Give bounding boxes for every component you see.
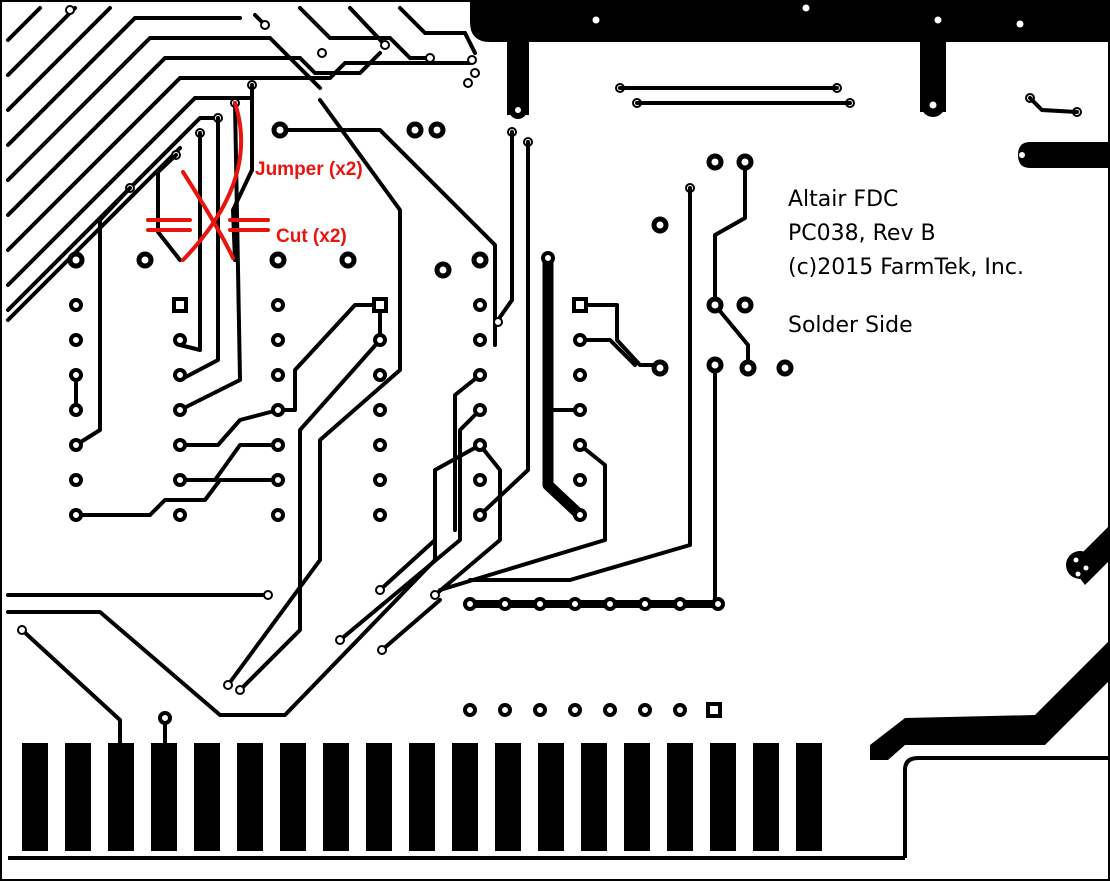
- jumper-label: Jumper (x2): [255, 159, 363, 180]
- diagonal-bus-traces: [6, 6, 477, 322]
- cut-mark-2: [228, 218, 270, 232]
- power-bus-top: [470, 0, 1110, 168]
- edge-connector-fingers: [22, 743, 822, 851]
- right-power-trace: [870, 525, 1110, 760]
- cut-mark-1: [146, 218, 192, 232]
- rework-markings: [146, 101, 270, 262]
- board-side-label: Solder Side: [788, 313, 913, 338]
- board-title-line-1: Altair FDC: [788, 187, 898, 212]
- vias: [17, 317, 503, 695]
- through-hole-pads: [67, 121, 794, 377]
- pin1-square-pads: [172, 297, 722, 718]
- jumper-wire-2: [181, 101, 244, 262]
- ic-pin-pads: [69, 251, 725, 725]
- thick-vertical-trace: [542, 252, 586, 521]
- top-right-traces: [478, 86, 1079, 517]
- board-title-line-3: (c)2015 FarmTek, Inc.: [788, 255, 1024, 280]
- board-title-line-2: PC038, Rev B: [788, 221, 936, 246]
- ground-pour-outline: [8, 756, 1110, 860]
- cut-label: Cut (x2): [276, 226, 347, 247]
